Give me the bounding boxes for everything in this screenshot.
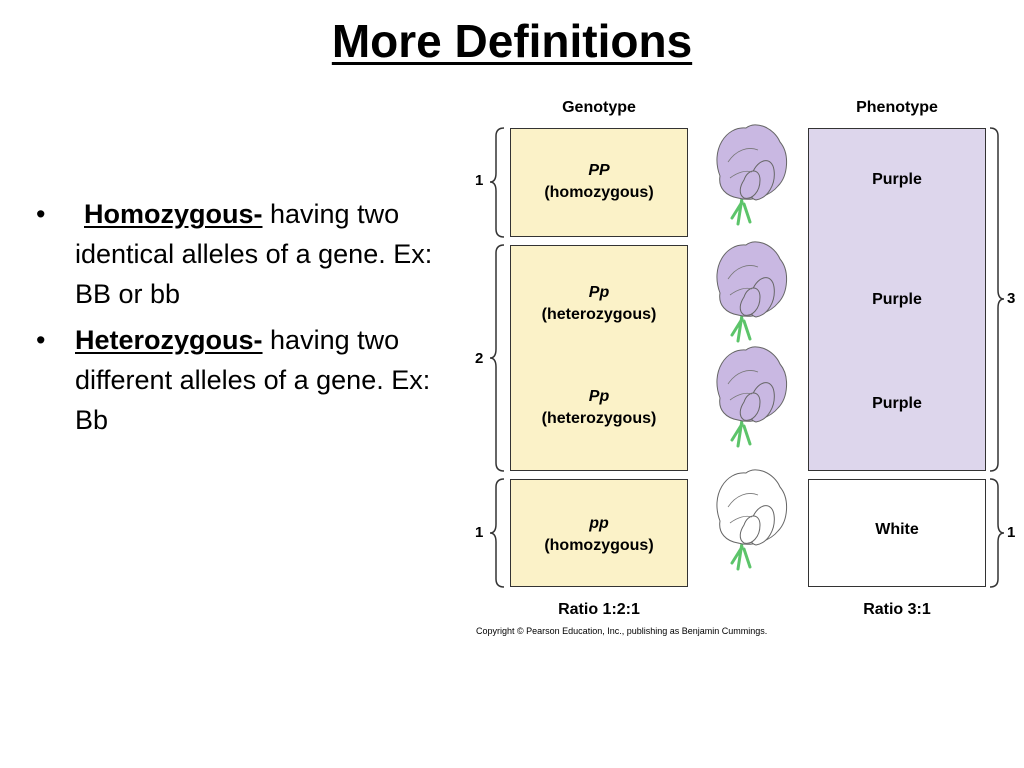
genotype-symbol: Pp	[588, 284, 610, 301]
genotype-symbol: PP	[588, 162, 610, 179]
zygosity-label: (homozygous)	[544, 537, 654, 554]
genotype-box-pp-recessive	[510, 479, 688, 587]
pea-flower-icon	[716, 469, 787, 571]
genotype-row-3: Pp (heterozygous)	[510, 386, 688, 430]
genotype-phenotype-figure: Genotype Phenotype PP (homozygous) Pp (h…	[458, 90, 1024, 650]
bullet-marker: •	[36, 325, 46, 355]
genotype-symbol: Pp	[588, 388, 610, 405]
figure-graphics	[489, 124, 1005, 588]
phenotype-count-2: 1	[1007, 524, 1016, 541]
slide-title: More Definitions	[331, 15, 693, 67]
copyright-notice: Copyright © Pearson Education, Inc., pub…	[476, 626, 768, 636]
phenotype-header: Phenotype	[856, 99, 938, 116]
bracket-left-1	[489, 127, 505, 238]
genotype-row-2: Pp (heterozygous)	[510, 282, 688, 326]
pea-flower-icon	[716, 346, 787, 448]
zygosity-label: (homozygous)	[544, 184, 654, 201]
genotype-count-1: 1	[475, 172, 484, 189]
brackets	[489, 127, 1005, 588]
bracket-right-1	[989, 127, 1005, 472]
phenotype-label-3: Purple	[872, 395, 922, 412]
phenotype-ratio: Ratio 3:1	[863, 601, 931, 618]
pea-flower-icon	[716, 241, 787, 343]
term-heterozygous: Heterozygous-	[75, 325, 263, 355]
phenotype-label-2: Purple	[872, 291, 922, 308]
definition-text: having two different alleles of a gene. …	[75, 325, 431, 435]
definition-text: having two identical alleles of a gene. …	[75, 199, 433, 309]
definition-homozygous: • Homozygous- having two identical allel…	[36, 194, 456, 314]
pea-flower-icon	[716, 124, 787, 226]
phenotype-label-1: Purple	[872, 171, 922, 188]
genotype-row-1: PP (homozygous)	[510, 160, 688, 204]
bracket-left-2	[489, 244, 505, 472]
genotype-symbol: pp	[589, 515, 609, 532]
genotype-ratio: Ratio 1:2:1	[558, 601, 640, 618]
bracket-left-3	[489, 478, 505, 588]
phenotype-box-purple	[808, 128, 986, 471]
genotype-count-3: 1	[475, 524, 484, 541]
genotype-header: Genotype	[562, 99, 636, 116]
phenotype-count-1: 3	[1007, 290, 1016, 307]
genotype-row-4: pp (homozygous)	[510, 513, 688, 557]
bullet-marker: •	[36, 199, 46, 229]
genotype-count-2: 2	[475, 350, 484, 367]
definition-heterozygous: • Heterozygous- having two different all…	[36, 320, 456, 440]
genotype-box-heterozygous	[510, 245, 688, 471]
phenotype-box-white	[808, 479, 986, 587]
bracket-right-2	[989, 478, 1005, 588]
term-homozygous: Homozygous-	[84, 199, 263, 229]
definition-list: • Homozygous- having two identical allel…	[36, 194, 456, 446]
zygosity-label: (heterozygous)	[541, 410, 657, 427]
zygosity-label: (heterozygous)	[541, 306, 657, 323]
genotype-box-pp-dominant	[510, 128, 688, 237]
phenotype-label-4: White	[875, 521, 919, 538]
